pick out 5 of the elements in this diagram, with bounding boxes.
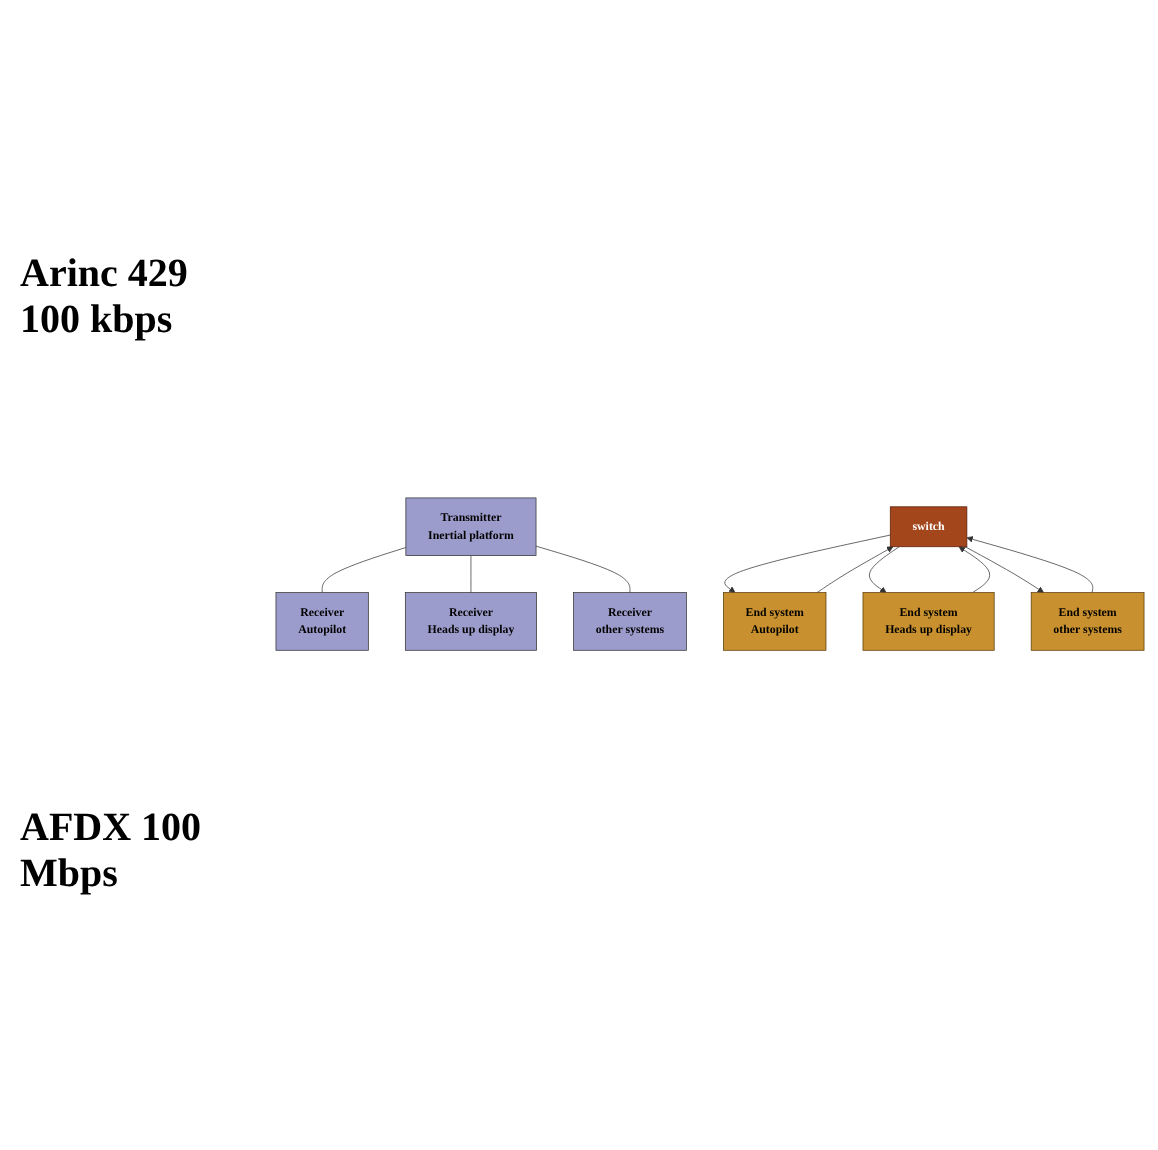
section-label: Arinc 429 100 kbps [20,251,190,344]
connector [534,546,630,594]
section-label: AFDX 100 Mbps [20,806,204,899]
connector [469,556,471,594]
connector [320,548,406,594]
